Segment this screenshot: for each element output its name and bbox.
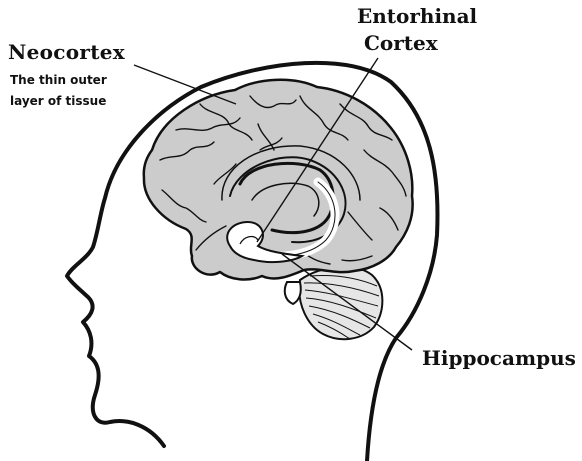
entorhinal-cortex-label-line2: Cortex	[364, 31, 438, 55]
neocortex-label: Neocortex	[8, 40, 125, 64]
neocortex-description-line2: layer of tissue	[10, 94, 106, 108]
cerebrum	[144, 80, 413, 280]
neocortex-description-line1: The thin outer	[10, 73, 107, 87]
entorhinal-cortex-label-line1: Entorhinal	[357, 4, 477, 28]
hippocampus-label: Hippocampus	[422, 346, 576, 370]
brainstem	[285, 282, 301, 304]
cerebellum	[299, 267, 382, 339]
